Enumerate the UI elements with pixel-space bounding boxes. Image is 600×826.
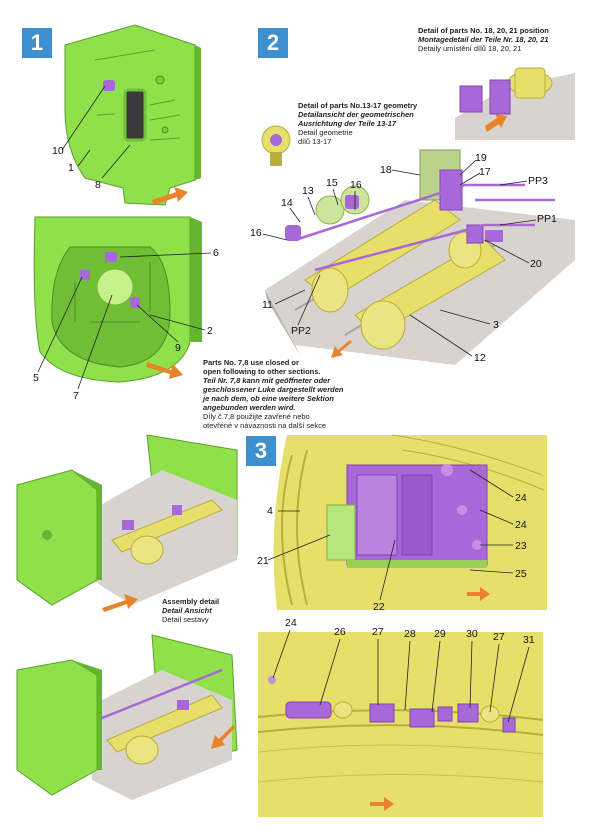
part-number: 10 — [52, 145, 64, 157]
part-number: 14 — [281, 197, 293, 209]
part-number: 6 — [213, 247, 219, 259]
part-number: 3 — [493, 319, 499, 331]
part-number: 9 — [175, 342, 181, 354]
part-number: 15 — [326, 177, 338, 189]
assembly-view-2-illustration — [16, 634, 238, 800]
step2-engine-room-illustration — [265, 149, 575, 365]
part-number: 29 — [434, 628, 446, 640]
part-number: PP3 — [528, 175, 548, 187]
direction-arrow-icon — [102, 594, 138, 612]
part-number: 28 — [404, 628, 416, 640]
step3-detail-2-illustration — [257, 632, 544, 817]
part-number: 27 — [493, 631, 505, 643]
part-number: 18 — [380, 164, 392, 176]
part-number: 4 — [267, 505, 273, 517]
part-number: 16 — [350, 179, 362, 191]
direction-arrow-icon — [331, 340, 352, 358]
part-number: 17 — [479, 166, 491, 178]
part-number: 13 — [302, 185, 314, 197]
part-number: 5 — [33, 372, 39, 384]
assembly-view-1-illustration — [16, 434, 238, 606]
part-number: 11 — [262, 299, 273, 311]
direction-arrow-icon — [152, 187, 188, 205]
caption-parts-7-8: Parts No. 7,8 use closed or open followi… — [203, 358, 344, 430]
part-number: 16 — [250, 227, 262, 239]
part-number: 1 — [68, 162, 74, 174]
part-number: 7 — [73, 390, 79, 402]
part-number: PP1 — [537, 213, 557, 225]
step3-detail-1-illustration — [273, 434, 547, 610]
part-number: 31 — [523, 634, 535, 646]
part-number: 24 — [515, 492, 527, 504]
caption-detail-13-17: Detail of parts No.13-17 geometry Detail… — [298, 101, 418, 146]
step1b-bulkhead-illustration — [33, 216, 202, 383]
part-number: 30 — [466, 628, 478, 640]
step1-bulkhead-illustration — [64, 24, 201, 206]
part-number: PP2 — [291, 325, 311, 337]
caption-detail-18-21: Detail of parts No. 18, 20, 21 position … — [418, 26, 549, 53]
part-number: 21 — [257, 555, 269, 567]
part-number: 12 — [474, 352, 486, 364]
step-1-badge: 1 — [22, 28, 52, 58]
part-number: 27 — [372, 626, 384, 638]
part-number: 26 — [334, 626, 346, 638]
direction-arrow-icon — [211, 725, 235, 749]
part-number: 2 — [207, 325, 213, 337]
part-number: 25 — [515, 568, 527, 580]
part-number: 23 — [515, 540, 527, 552]
detail-13-17-inset — [261, 125, 291, 166]
part-number: 24 — [285, 617, 297, 629]
part-number: 8 — [95, 179, 101, 191]
step-3-badge: 3 — [246, 436, 276, 466]
direction-arrow-icon — [146, 362, 183, 379]
part-number: 24 — [515, 519, 527, 531]
step-2-badge: 2 — [258, 28, 288, 58]
detail-18-21-inset — [455, 67, 575, 140]
caption-assembly-detail: Assembly detail Detail Ansicht Detail se… — [162, 597, 220, 624]
part-number: 20 — [530, 258, 542, 270]
part-number: 19 — [475, 152, 487, 164]
part-number: 22 — [373, 601, 385, 613]
